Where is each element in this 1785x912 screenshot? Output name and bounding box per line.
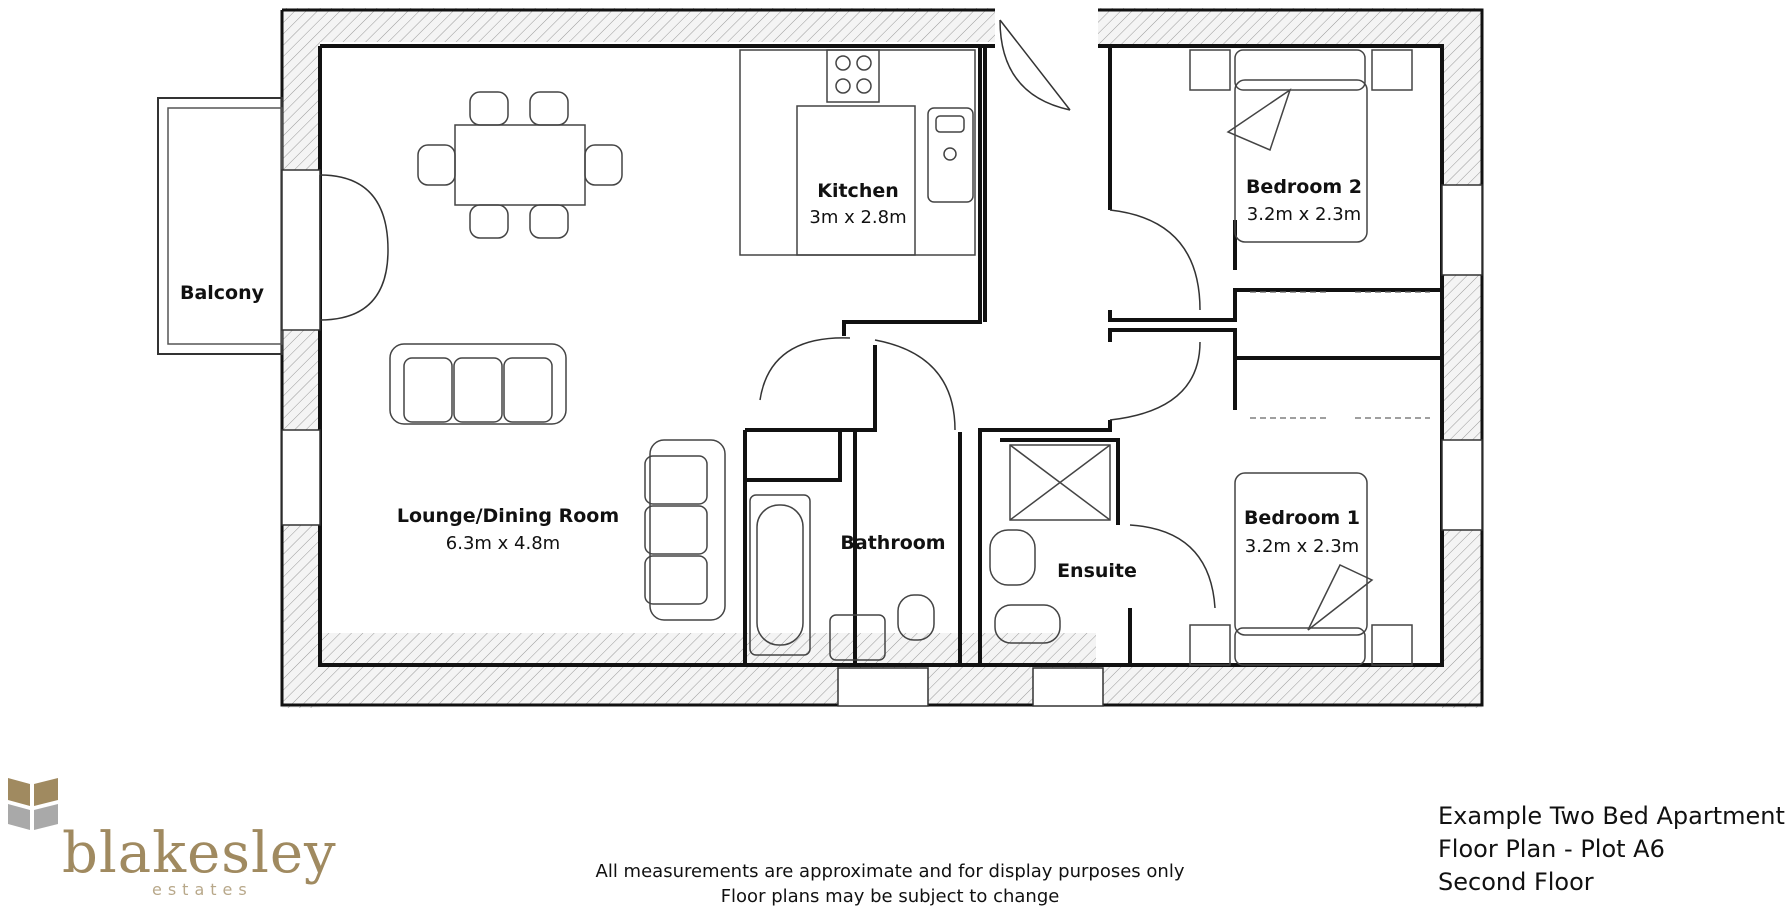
- ensuite-name: Ensuite: [1057, 560, 1137, 582]
- bedroom1-name: Bedroom 1: [1244, 507, 1360, 529]
- lounge-dims: 6.3m x 4.8m: [446, 533, 560, 554]
- logo-mark: [8, 778, 58, 830]
- kitchen-dims: 3m x 2.8m: [809, 207, 906, 228]
- bathroom-fittings: [749, 444, 1111, 661]
- logo-wordmark: blakesley: [62, 821, 337, 886]
- lounge-name: Lounge/Dining Room: [397, 505, 619, 527]
- beds: [1189, 49, 1413, 666]
- title-line-3: Second Floor: [1438, 868, 1594, 896]
- room-labels: Kitchen 3m x 2.8m Bedroom 2 3.2m x 2.3m …: [180, 176, 1362, 582]
- title-line-1: Example Two Bed Apartment: [1438, 802, 1785, 830]
- logo-subtitle: estates: [152, 880, 253, 899]
- bedroom1-dims: 3.2m x 2.3m: [1245, 536, 1359, 557]
- balcony-name: Balcony: [180, 282, 265, 304]
- windows: [281, 184, 1483, 707]
- dining-set: [417, 91, 623, 239]
- kitchen-fittings: [739, 49, 976, 256]
- kitchen-name: Kitchen: [817, 180, 899, 202]
- interior-walls: [743, 46, 1442, 665]
- title-line-2: Floor Plan - Plot A6: [1438, 835, 1665, 863]
- doors: [319, 19, 1216, 609]
- wardrobes: [1250, 291, 1430, 419]
- balcony: [157, 97, 321, 355]
- disclaimer-line-2: Floor plans may be subject to change: [720, 886, 1060, 907]
- bathroom-name: Bathroom: [840, 532, 945, 554]
- bedroom2-dims: 3.2m x 2.3m: [1247, 204, 1361, 225]
- disclaimer-line-1: All measurements are approximate and for…: [595, 861, 1185, 882]
- bedroom2-name: Bedroom 2: [1246, 176, 1362, 198]
- sofas: [389, 343, 726, 621]
